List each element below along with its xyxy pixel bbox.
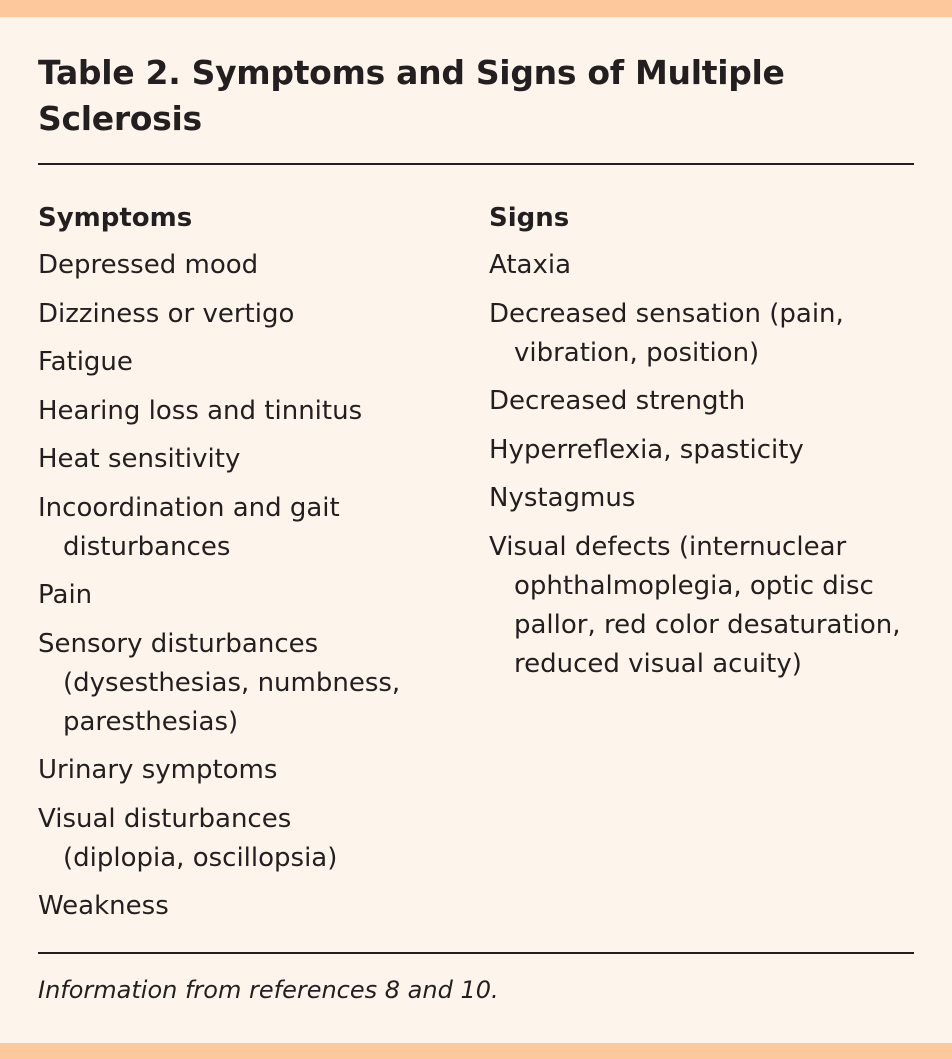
bottom-border-band (0, 1043, 952, 1059)
symptoms-heading: Symptoms (38, 203, 193, 233)
top-border-band (0, 0, 952, 17)
signs-heading: Signs (489, 203, 570, 233)
list-item: Dizziness or vertigo (38, 298, 295, 329)
list-item: Fatigue (38, 347, 133, 377)
table-title: Table 2. Symptoms and Signs of Multiple … (38, 53, 785, 138)
list-item: Decreased sensation (pain, vibration, po… (489, 298, 844, 368)
list-item: Pain (38, 580, 93, 610)
bottom-rule (38, 952, 914, 954)
list-item: Decreased strength (489, 386, 746, 416)
footnote: Information from references 8 and 10. (38, 976, 499, 1004)
top-rule (38, 163, 914, 165)
list-item: Visual disturbances (diplopia, oscillops… (38, 803, 338, 873)
list-item: Incoordination and gait disturbances (38, 492, 340, 562)
list-item: Nystagmus (489, 483, 636, 513)
list-item: Depressed mood (38, 250, 259, 280)
list-item: Urinary symptoms (38, 755, 278, 785)
list-item: Weakness (38, 891, 169, 921)
list-item: Hearing loss and tinnitus (38, 395, 363, 426)
list-item: Hyperreflexia, spasticity (489, 434, 804, 465)
list-item: Sensory disturbances (dysesthesias, numb… (38, 628, 401, 737)
symptoms-column: Symptoms Depressed mood Dizziness or ver… (38, 198, 458, 936)
list-item: Visual defects (internuclear ophthalmopl… (489, 531, 901, 679)
signs-column: Signs Ataxia Decreased sensation (pain, … (489, 198, 919, 693)
list-item: Ataxia (489, 250, 571, 280)
list-item: Heat sensitivity (38, 444, 241, 474)
